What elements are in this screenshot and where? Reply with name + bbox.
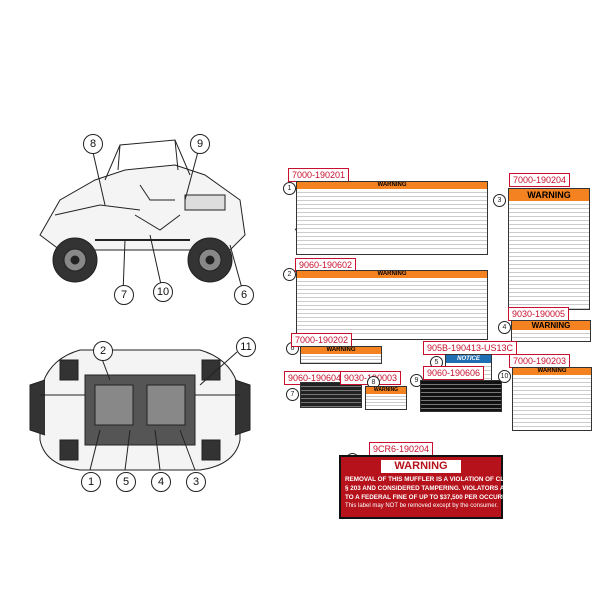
muffler-line-4: This label may NOT be removed except by … xyxy=(345,503,498,509)
label-number-10: 10 xyxy=(498,370,511,383)
label-2-warning-sticker: WARNING xyxy=(296,270,488,340)
muffler-warning-label: WARNING REMOVAL OF THIS MUFFLER IS A VIO… xyxy=(339,455,545,519)
part-number-1: 7000-190201 xyxy=(288,168,350,182)
top-view-vehicle xyxy=(29,349,251,471)
callout-5: 5 xyxy=(116,472,136,492)
label-number-2: 2 xyxy=(283,268,296,281)
muffler-warning-title: WARNING xyxy=(381,460,461,473)
warning-header: WARNING xyxy=(366,387,406,394)
callout-4: 4 xyxy=(151,472,171,492)
callout-11: 11 xyxy=(236,337,256,357)
label-number-7: 7 xyxy=(286,388,299,401)
warning-header: WARNING xyxy=(301,347,381,354)
warning-header: WARNING xyxy=(509,189,589,201)
label-8-warning-sticker: WARNING xyxy=(365,386,407,410)
callout-1: 1 xyxy=(81,472,101,492)
part-number-11: 9CR6-190204 xyxy=(369,442,434,456)
callout-6: 6 xyxy=(234,285,254,305)
part-number-10: 7000-190203 xyxy=(509,354,571,368)
warning-header: WARNING xyxy=(297,182,487,189)
label-number-4: 4 xyxy=(498,321,511,334)
part-number-3: 7000-190204 xyxy=(509,173,571,187)
callout-9: 9 xyxy=(190,134,210,154)
part-number-4: 9030-190005 xyxy=(508,307,570,321)
label-1-warning-sticker: WARNING xyxy=(296,181,488,255)
callout-8: 8 xyxy=(83,134,103,154)
callout-3: 3 xyxy=(186,472,206,492)
muffler-line-1: REMOVAL OF THIS MUFFLER IS A VIOLATION O… xyxy=(345,476,545,483)
side-view-vehicle xyxy=(39,139,246,294)
warning-header: WARNING xyxy=(297,271,487,278)
part-number-5: 905B-190413-US13C xyxy=(423,341,518,355)
label-3-warning-sticker: WARNING xyxy=(508,188,590,310)
callout-2: 2 xyxy=(93,341,113,361)
part-number-9: 9060-190606 xyxy=(423,366,485,380)
part-number-6: 7000-190202 xyxy=(291,333,353,347)
label-10-warning-sticker: WARNING xyxy=(512,367,592,431)
notice-header: NOTICE xyxy=(446,355,491,363)
label-7-sticker xyxy=(300,382,362,408)
warning-header: WARNING xyxy=(512,321,590,330)
muffler-line-2: § 203 AND CONSIDERED TAMPERING. VIOLATOR… xyxy=(345,485,545,492)
warning-header: WARNING xyxy=(513,368,591,375)
label-4-warning-sticker: WARNING xyxy=(511,320,591,342)
callout-10: 10 xyxy=(153,282,173,302)
callout-7: 7 xyxy=(114,285,134,305)
label-number-3: 3 xyxy=(493,194,506,207)
label-number-1: 1 xyxy=(283,182,296,195)
muffler-line-3: TO A FEDERAL FINE OF UP TO $37,500 PER O… xyxy=(345,494,527,501)
label-6-warning-sticker: WARNING xyxy=(300,346,382,364)
label-9-sticker xyxy=(420,380,502,412)
